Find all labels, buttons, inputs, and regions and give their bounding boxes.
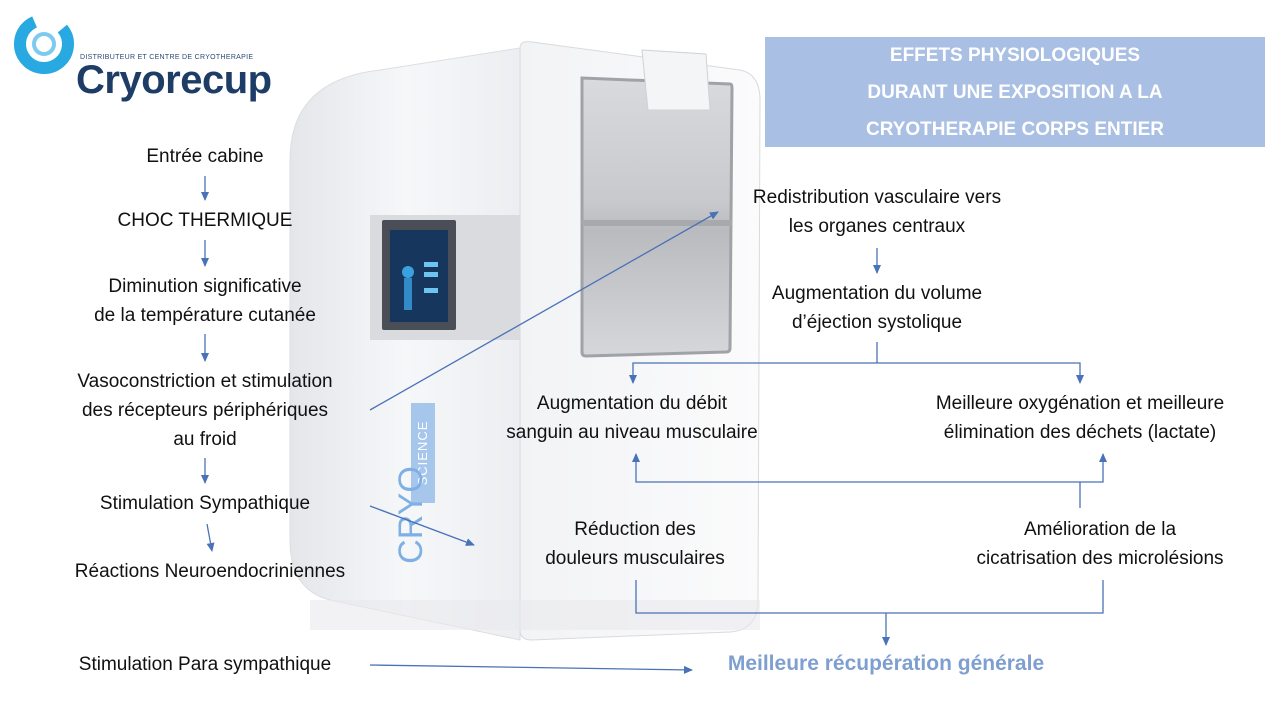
node-redistribution-line-2: les organes centraux [788,216,966,237]
node-oxygenation-line-2: élimination des déchets (lactate) [943,422,1217,443]
arrow-vaso-to-redistribution [369,211,719,411]
node-meilleure-recuperation: Meilleure récupération générale [727,652,1045,675]
title-line-1: EFFETS PHYSIOLOGIQUES [889,45,1141,66]
node-cicatrisation: Amélioration de la cicatrisation des mic… [940,515,1260,573]
node-entree-cabine-text: Entrée cabine [146,146,264,167]
node-cicatrisation-line-2: cicatrisation des microlésions [976,548,1224,569]
arrow-cicatrisation-to-oxygenation [1080,453,1107,483]
node-diminution-line-1: Diminution significative [108,276,302,297]
logo-tagline: DISTRIBUTEUR ET CENTRE DE CRYOTHERAPIE [80,54,254,61]
cryorecup-logo-mark-icon [14,14,74,74]
node-reactions-neuroendocriniennes: Réactions Neuroendocriniennes [40,557,380,586]
node-parasympathique-text: Stimulation Para sympathique [78,654,332,675]
node-reduction-douleurs: Réduction des douleurs musculaires [510,515,760,573]
node-entree-cabine: Entrée cabine [105,142,305,171]
node-diminution-temperature: Diminution significative de la températu… [55,272,355,330]
node-stimulation-sympathique: Stimulation Sympathique [60,489,350,518]
arrow-volume-to-debit [629,362,877,384]
arrow-sympathique-to-cabin [369,505,475,546]
node-vasoconstriction: Vasoconstriction et stimulation des réce… [40,367,370,454]
title-line-3: CRYOTHERAPIE CORPS ENTIER [865,119,1165,140]
diagram-title: EFFETS PHYSIOLOGIQUES DURANT UNE EXPOSIT… [765,37,1265,147]
node-choc-thermique: CHOC THERMIQUE [90,206,320,235]
node-sympathique-text: Stimulation Sympathique [99,493,311,514]
node-debit-line-2: sanguin au niveau musculaire [506,422,758,443]
arrow-sympathique-to-neuro [206,523,215,552]
node-debit-line-1: Augmentation du débit [536,393,728,414]
node-vaso-line-1: Vasoconstriction et stimulation [77,371,333,392]
arrow-parasympathique-to-final [369,664,693,674]
node-oxygenation-line-1: Meilleure oxygénation et meilleure [935,393,1225,414]
node-debit-sanguin: Augmentation du débit sanguin au niveau … [472,389,792,447]
node-neuro-text: Réactions Neuroendocriniennes [74,561,346,582]
cryo-cabin-illustration [289,41,761,641]
arrow-cicatrisation-to-debit [632,453,1080,483]
node-vaso-line-2: des récepteurs périphériques [81,400,329,421]
title-line-2: DURANT UNE EXPOSITION A LA [867,82,1163,103]
node-redistribution-vasculaire: Redistribution vasculaire vers les organ… [722,183,1032,241]
connector-cicatrisation-down [886,580,1104,614]
node-oxygenation: Meilleure oxygénation et meilleure élimi… [895,389,1265,447]
node-choc-thermique-text: CHOC THERMIQUE [117,210,293,231]
node-vaso-line-3: au froid [173,429,237,450]
node-volume-ejection: Augmentation du volume d’éjection systol… [737,279,1017,337]
node-volume-line-1: Augmentation du volume [771,283,983,304]
node-volume-line-2: d’éjection systolique [791,312,963,333]
node-cicatrisation-line-1: Amélioration de la [1023,519,1177,540]
node-stimulation-parasympathique: Stimulation Para sympathique [45,650,365,679]
arrow-volume-to-oxygenation [877,362,1084,384]
logo-name: Cryorecup [76,58,272,102]
node-douleurs-line-2: douleurs musculaires [545,548,725,569]
node-douleurs-line-1: Réduction des [574,519,696,540]
node-diminution-line-2: de la température cutanée [94,305,316,326]
connector-douleurs-down [635,580,886,614]
node-redistribution-line-1: Redistribution vasculaire vers [752,187,1002,208]
